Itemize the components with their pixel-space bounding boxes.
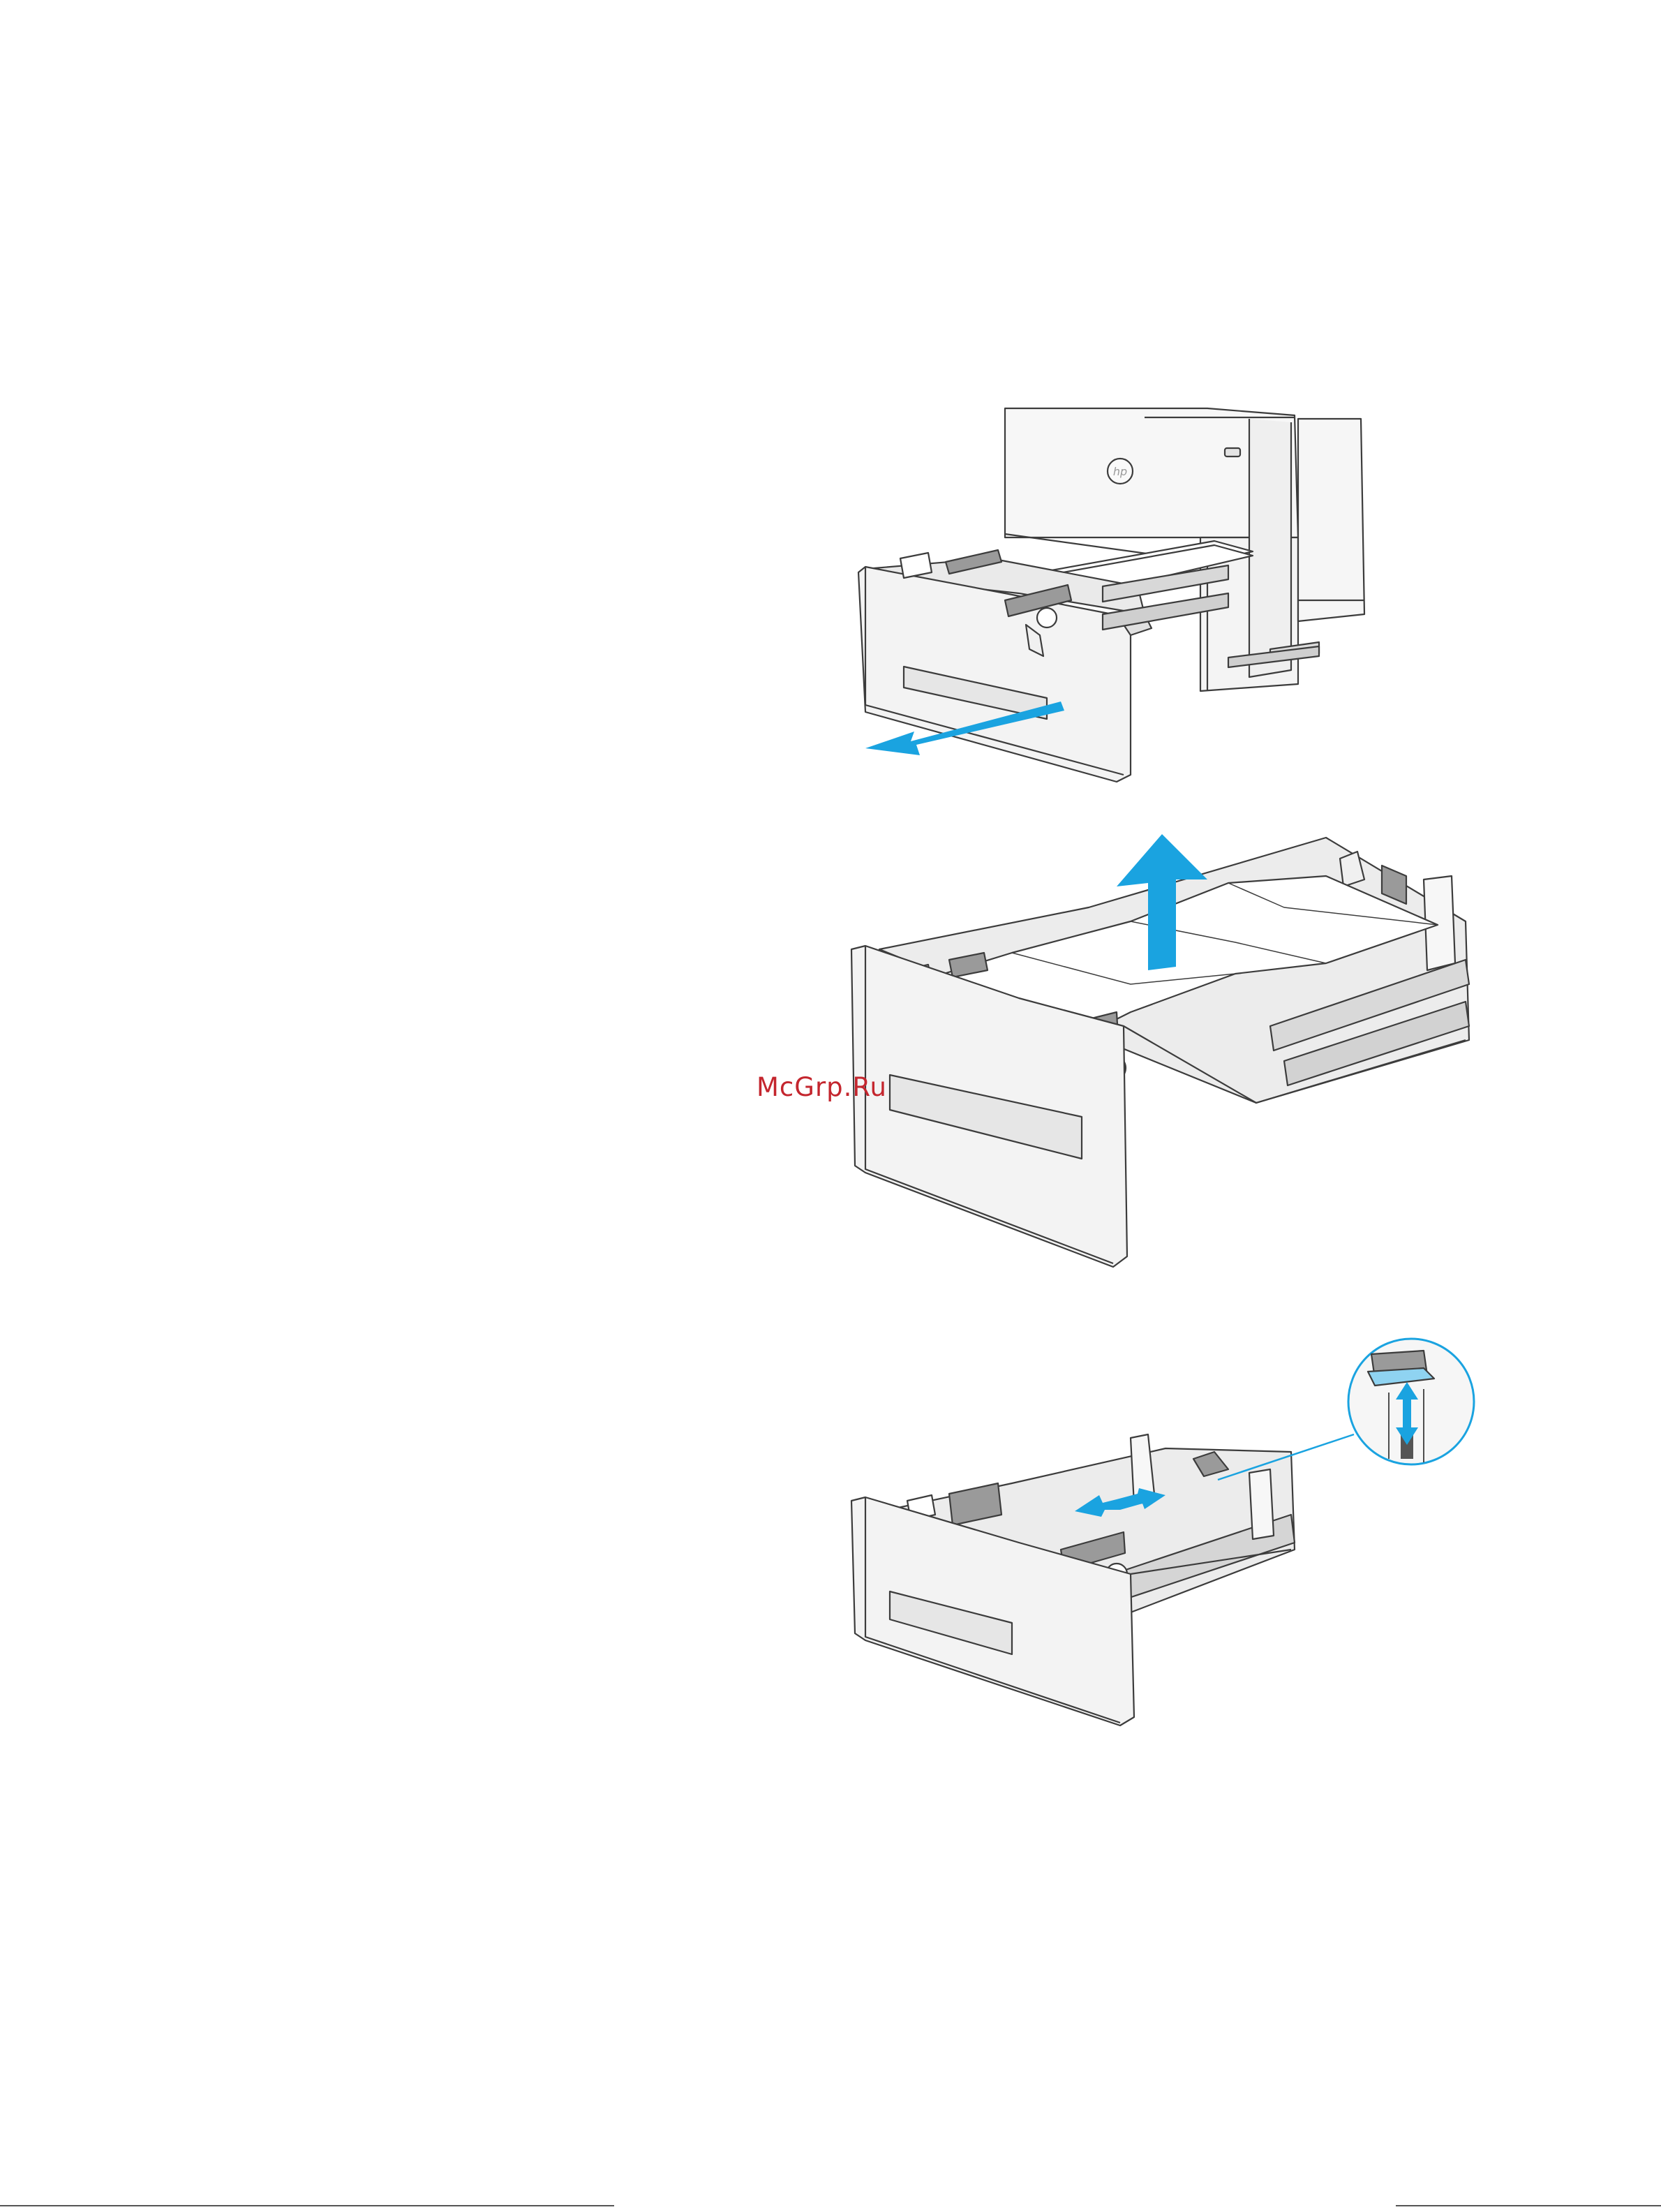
watermark-text: McGrp.Ru [757,1072,887,1102]
svg-text:hp: hp [1113,465,1127,478]
guide-adjust-illustration [837,1312,1507,1745]
jammed-paper-illustration [837,810,1507,1298]
tray-open-illustration: hp [837,405,1507,796]
footer-rule [0,2202,1661,2212]
